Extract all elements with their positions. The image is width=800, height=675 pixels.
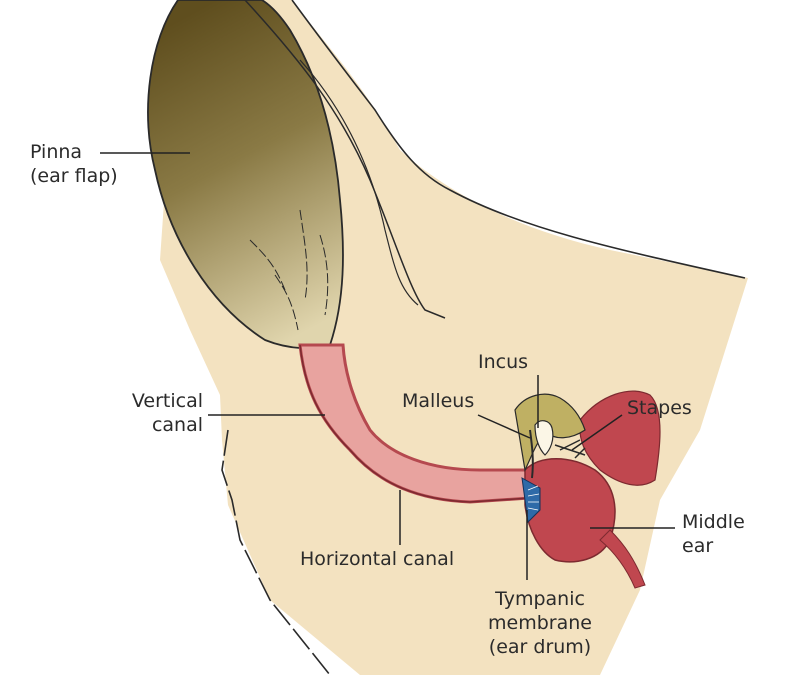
- middle-ear-label: Middle ear: [682, 510, 745, 558]
- pinna-fold-line-2: [299, 59, 419, 306]
- incus-label-text: Incus: [478, 351, 529, 373]
- horizontal-canal-label: Horizontal canal: [300, 547, 454, 571]
- inner-ear-shape: [579, 390, 661, 486]
- eardrum-rays: [527, 485, 540, 511]
- pinna-inner-crease: [249, 209, 329, 331]
- malleus-leader-line: [477, 414, 531, 439]
- stapes-bone: [554, 439, 586, 459]
- middle-ear-label-line-1: Middle: [682, 511, 745, 533]
- incus-label: Incus: [478, 350, 528, 374]
- incus-bone: [534, 420, 554, 456]
- tympanic-membrane-label-line-2: membrane: [488, 612, 592, 634]
- tympanic-membrane-label-line-3: (ear drum): [488, 636, 592, 658]
- malleus-label: Malleus: [402, 389, 474, 413]
- eustachian-tube: [599, 529, 646, 589]
- pinna-label-line-1: Pinna: [30, 141, 83, 163]
- tympanic-membrane-label-line-1: Tympanic: [495, 588, 585, 610]
- head-edge-line: [291, 0, 746, 279]
- horizontal-canal-label-text: Horizontal canal: [300, 548, 455, 570]
- vertical-canal-label-line-1: Vertical: [131, 390, 203, 412]
- stapes-leader-line: [571, 414, 623, 451]
- vertical-canal-label-line-2: canal: [151, 414, 203, 436]
- middle-ear-label-line-2: ear: [682, 535, 714, 557]
- malleus-label-text: Malleus: [402, 390, 475, 412]
- vertical-canal-label: Vertical canal: [95, 389, 203, 437]
- canal-lower-wall: [299, 344, 531, 503]
- neck-edge-line: [221, 429, 331, 675]
- pinna-label: Pinna (ear flap): [30, 140, 118, 188]
- pinna-label-line-2: (ear flap): [30, 165, 118, 187]
- malleus-bone: [529, 429, 534, 479]
- stapes-label-text: Stapes: [627, 397, 692, 419]
- tympanic-membrane-label: Tympanic membrane (ear drum): [470, 587, 610, 659]
- pinna-fold-line: [244, 0, 446, 319]
- stapes-label: Stapes: [627, 396, 692, 420]
